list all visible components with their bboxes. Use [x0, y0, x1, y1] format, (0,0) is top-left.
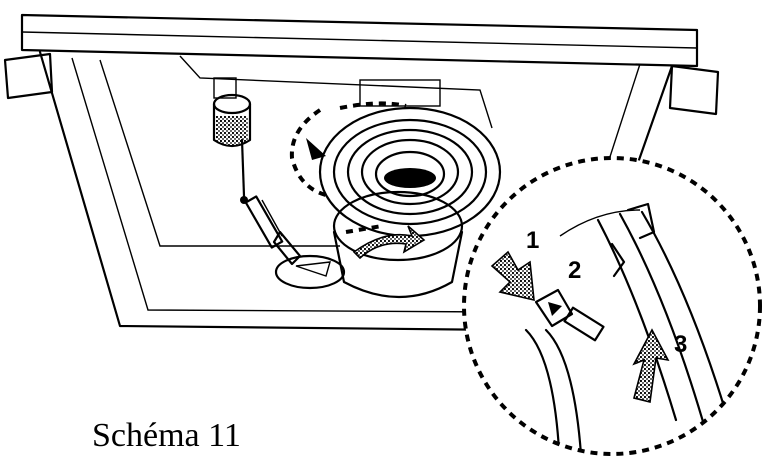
callout-1: 1 — [526, 227, 539, 254]
latch-clip — [534, 288, 605, 342]
callout-3: 3 — [674, 331, 687, 358]
figure-caption: Schéma 11 — [92, 417, 241, 454]
lamp — [240, 138, 346, 290]
rotate-arrow-large — [352, 225, 426, 260]
callout-2: 2 — [568, 257, 581, 284]
slide-arrow — [632, 328, 670, 403]
hood-housing — [3, 13, 720, 332]
rotation-path — [289, 101, 407, 234]
filter-cup — [212, 77, 252, 148]
push-arrow — [490, 250, 535, 302]
filter-drum — [332, 190, 464, 298]
rotate-arrow-small — [306, 138, 326, 160]
fan-volute — [318, 106, 502, 238]
zoom-inset — [462, 156, 762, 456]
